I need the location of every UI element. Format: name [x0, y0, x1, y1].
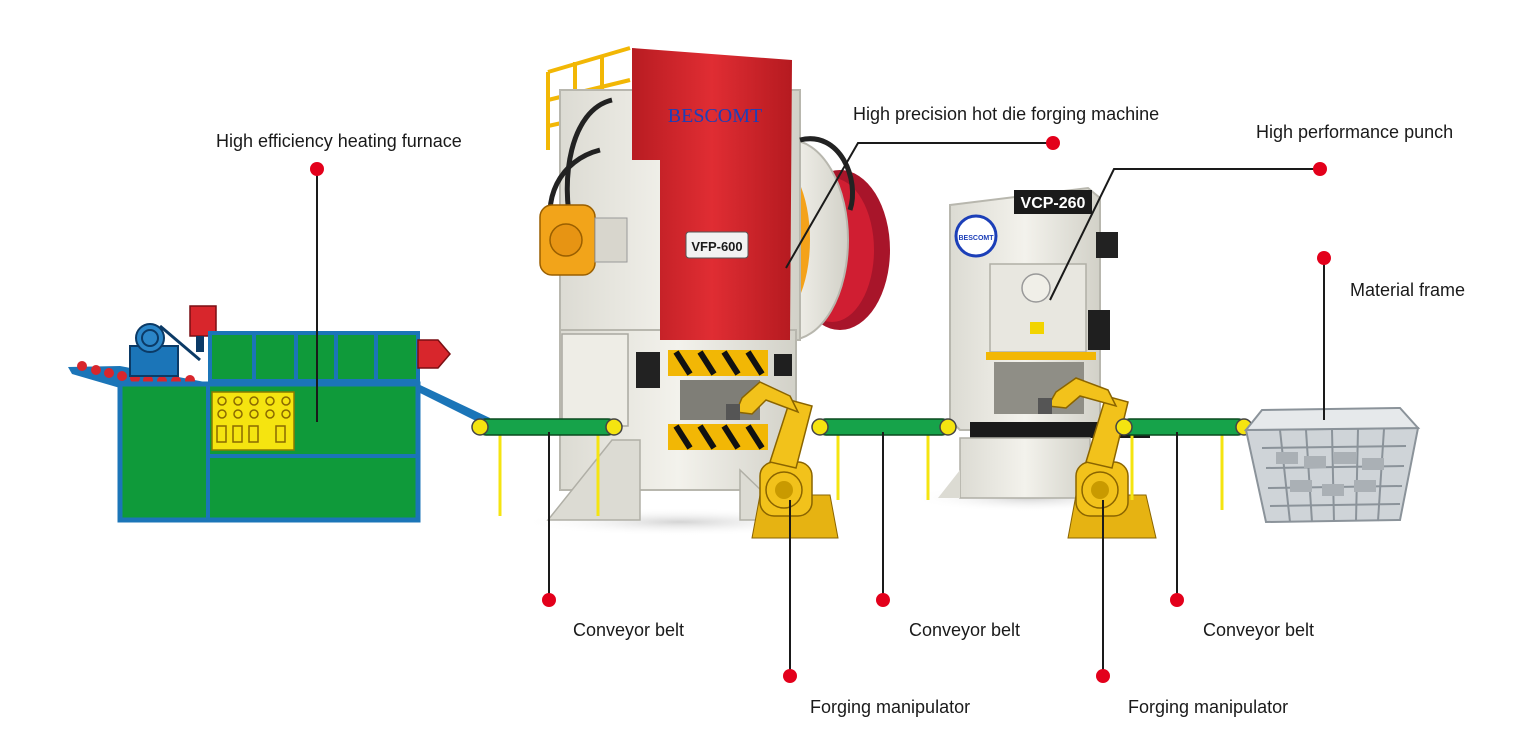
punch-logo: BESCOMT: [954, 214, 998, 258]
label-heating-furnace: High efficiency heating furnace: [216, 131, 462, 151]
callout-dots: [310, 136, 1331, 683]
furnace-control-panel: [211, 391, 295, 451]
callout-lines: [316, 142, 1325, 676]
forging-model-label: VFP-600: [691, 239, 742, 254]
forging-yellow-motor: [539, 204, 628, 276]
label-material-frame: Material frame: [1350, 280, 1466, 300]
conveyor-belt-2: [811, 418, 957, 500]
robot-arm-1: [726, 381, 839, 539]
dot-manipulator-1: [783, 669, 797, 683]
dot-material-frame: [1317, 251, 1331, 265]
dot-forging-machine: [1046, 136, 1060, 150]
label-conveyor-belt-1: Conveyor belt: [573, 620, 685, 640]
punch-model-label: VCP-260: [1021, 195, 1086, 212]
furnace-motor: [129, 305, 217, 377]
label-conveyor-belt-2: Conveyor belt: [909, 620, 1021, 640]
dot-conveyor-2: [876, 593, 890, 607]
punch-logo-text: BESCOMT: [959, 235, 995, 242]
label-punch: High performance punch: [1256, 122, 1454, 142]
conveyor-belt-1: [471, 418, 623, 516]
label-forging-machine: High precision hot die forging machine: [853, 104, 1160, 124]
label-forging-manipulator-1: Forging manipulator: [810, 697, 971, 717]
dot-conveyor-1: [542, 593, 556, 607]
dot-conveyor-3: [1170, 593, 1184, 607]
label-conveyor-belt-3: Conveyor belt: [1203, 620, 1315, 640]
forging-brand-label: BESCOMT: [668, 105, 762, 127]
label-forging-manipulator-2: Forging manipulator: [1128, 697, 1289, 717]
heating-furnace: [68, 305, 490, 523]
dot-punch: [1313, 162, 1327, 176]
hot-die-forging-machine: BESCOMT VFP-600: [520, 46, 890, 536]
robot-arm-2: [1038, 377, 1157, 539]
dot-manipulator-2: [1096, 669, 1110, 683]
dot-furnace: [310, 162, 324, 176]
material-frame-basket: [1243, 406, 1421, 524]
